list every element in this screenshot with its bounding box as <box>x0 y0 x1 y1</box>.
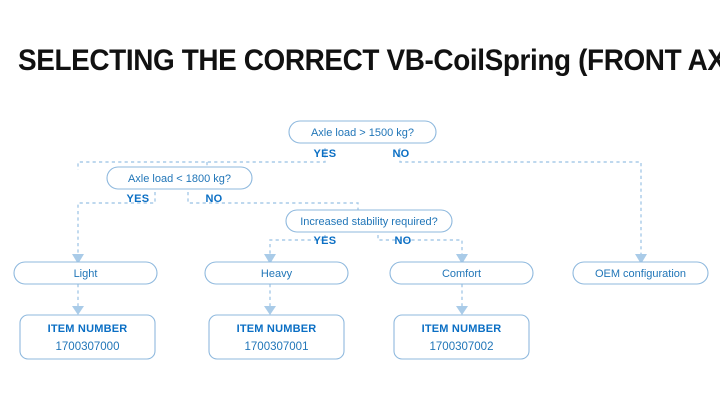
connector-d2-no <box>187 192 359 212</box>
item-number-comfort-heading: ITEM NUMBER <box>422 323 502 335</box>
result-node-oem-configuration[interactable]: OEM configuration <box>572 261 709 285</box>
item-number-light-heading: ITEM NUMBER <box>48 323 128 335</box>
decision-3-no-label[interactable]: NO <box>394 235 411 247</box>
arrowhead-heavy <box>264 254 276 264</box>
decision-2-box[interactable] <box>106 166 253 190</box>
decision-1-yes-label[interactable]: YES <box>314 148 337 160</box>
decision-1-question: Axle load > 1500 kg? <box>311 127 414 139</box>
decision-3-box[interactable] <box>285 209 453 233</box>
connector-d1-no <box>399 148 642 254</box>
item-number-node-heavy[interactable]: ITEM NUMBER 1700307001 <box>208 314 345 360</box>
arrowhead-light <box>72 254 84 264</box>
result-comfort-box[interactable] <box>389 261 534 285</box>
decision-node-axle-load-1800[interactable]: Axle load < 1800 kg? YES NO <box>106 166 253 205</box>
arrowhead-item-comfort <box>456 306 468 315</box>
arrowhead-oem <box>635 254 647 264</box>
item-number-node-comfort[interactable]: ITEM NUMBER 1700307002 <box>393 314 530 360</box>
result-light-label: Light <box>74 268 98 280</box>
arrowhead-item-heavy <box>264 306 276 315</box>
item-number-heavy-box[interactable] <box>208 314 345 360</box>
item-number-comfort-box[interactable] <box>393 314 530 360</box>
page-title: SELECTING THE CORRECT VB-CoilSpring (FRO… <box>18 44 720 77</box>
item-number-comfort-value: 1700307002 <box>430 341 494 353</box>
decision-node-axle-load-1500[interactable]: Axle load > 1500 kg? YES NO <box>288 120 437 160</box>
decision-1-box[interactable] <box>288 120 437 144</box>
connector-layer <box>72 148 647 315</box>
item-number-light-value: 1700307000 <box>56 341 120 353</box>
connector-d3-yes <box>269 235 326 254</box>
result-light-box[interactable] <box>13 261 158 285</box>
result-oem-label: OEM configuration <box>595 268 686 280</box>
arrowhead-item-light <box>72 306 84 315</box>
arrowhead-comfort <box>456 254 468 264</box>
result-node-heavy[interactable]: Heavy <box>204 261 349 285</box>
result-oem-box[interactable] <box>572 261 709 285</box>
result-heavy-box[interactable] <box>204 261 349 285</box>
decision-3-question: Increased stability required? <box>300 216 438 228</box>
result-comfort-label: Comfort <box>442 268 481 280</box>
decision-node-increased-stability[interactable]: Increased stability required? YES NO <box>285 209 453 247</box>
decision-2-yes-label[interactable]: YES <box>127 193 150 205</box>
decision-1-no-label[interactable]: NO <box>392 148 409 160</box>
decision-3-yes-label[interactable]: YES <box>314 235 337 247</box>
item-number-heavy-value: 1700307001 <box>245 341 309 353</box>
result-heavy-label: Heavy <box>261 268 293 280</box>
item-number-heavy-heading: ITEM NUMBER <box>237 323 317 335</box>
connector-d3-no <box>377 235 463 254</box>
item-number-light-box[interactable] <box>19 314 156 360</box>
decision-2-no-label[interactable]: NO <box>205 193 222 205</box>
result-node-comfort[interactable]: Comfort <box>389 261 534 285</box>
result-node-light[interactable]: Light <box>13 261 158 285</box>
connector-d1-yes <box>77 148 326 170</box>
item-number-node-light[interactable]: ITEM NUMBER 1700307000 <box>19 314 156 360</box>
decision-2-question: Axle load < 1800 kg? <box>128 173 231 185</box>
